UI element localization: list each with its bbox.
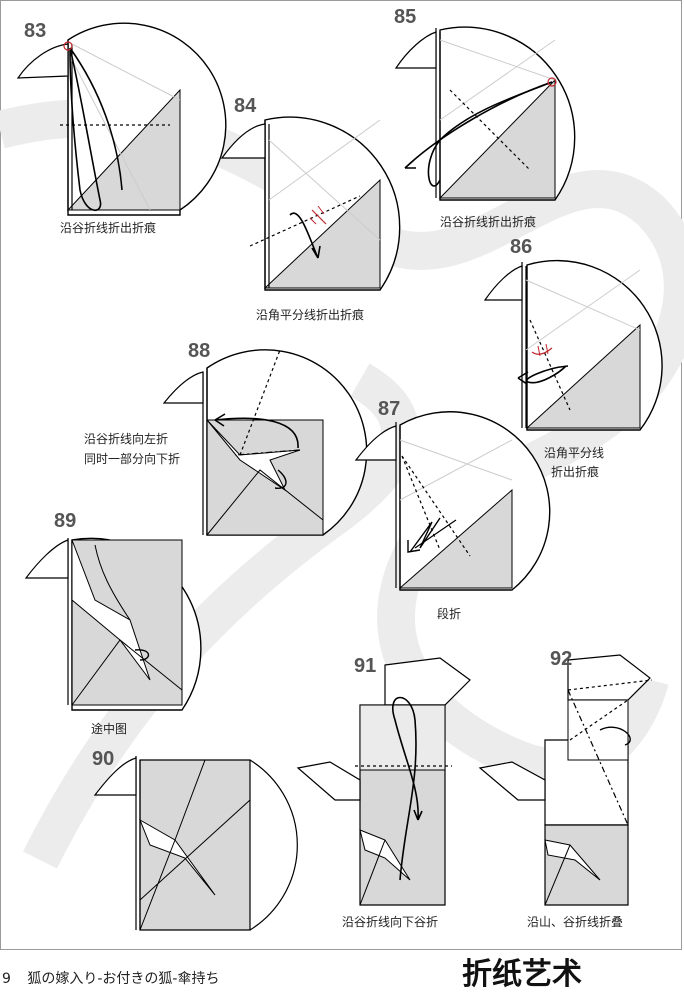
step-number-88: 88 — [188, 340, 211, 362]
step-83-figure — [16, 22, 227, 216]
step-number-86: 86 — [510, 236, 533, 258]
page-title: 狐の嫁入り-お付きの狐-傘持ち — [27, 971, 220, 987]
step-number-89: 89 — [54, 510, 77, 532]
logo-mark: 折纸艺术 — [462, 957, 582, 992]
logo-text: 折纸艺术 — [462, 957, 582, 992]
step-number-85: 85 — [394, 6, 417, 28]
page-footer: 9 狐の嫁入り-お付きの狐-傘持ち — [2, 968, 219, 988]
caption-84: 沿角平分线折出折痕 — [256, 308, 365, 322]
caption-85: 沿谷折线折出折痕 — [440, 215, 537, 229]
step-87-figure — [354, 411, 551, 591]
step-88-figure — [162, 349, 368, 536]
step-91-figure — [296, 657, 471, 906]
caption-83: 沿谷折线折出折痕 — [60, 221, 157, 235]
step-90-figure — [93, 756, 298, 931]
step-85-figure — [394, 26, 576, 201]
caption-88-line1: 沿谷折线向左折 — [84, 432, 169, 446]
step-86-figure — [483, 259, 663, 431]
caption-92: 沿山、谷折线折叠 — [527, 915, 624, 929]
step-92-figure — [478, 654, 653, 906]
step-number-87: 87 — [378, 398, 401, 420]
origami-art-logo: 折纸艺术 — [462, 950, 682, 995]
step-number-92: 92 — [550, 648, 573, 670]
step-number-90: 90 — [92, 748, 115, 770]
step-number-91: 91 — [354, 655, 377, 677]
step-number-83: 83 — [24, 20, 47, 42]
page-frame — [0, 0, 682, 950]
step-84-figure — [220, 116, 401, 291]
page-number: 9 — [2, 971, 11, 987]
caption-89: 途中图 — [91, 722, 128, 736]
step-number-84: 84 — [234, 95, 257, 117]
caption-91: 沿谷折线向下谷折 — [342, 915, 439, 929]
caption-88-line2: 同时一部分向下折 — [84, 452, 181, 466]
caption-86-line2: 折出折痕 — [551, 465, 600, 479]
caption-87: 段折 — [437, 607, 462, 621]
step-89-figure — [24, 537, 202, 711]
caption-86-line1: 沿角平分线 — [544, 446, 605, 460]
